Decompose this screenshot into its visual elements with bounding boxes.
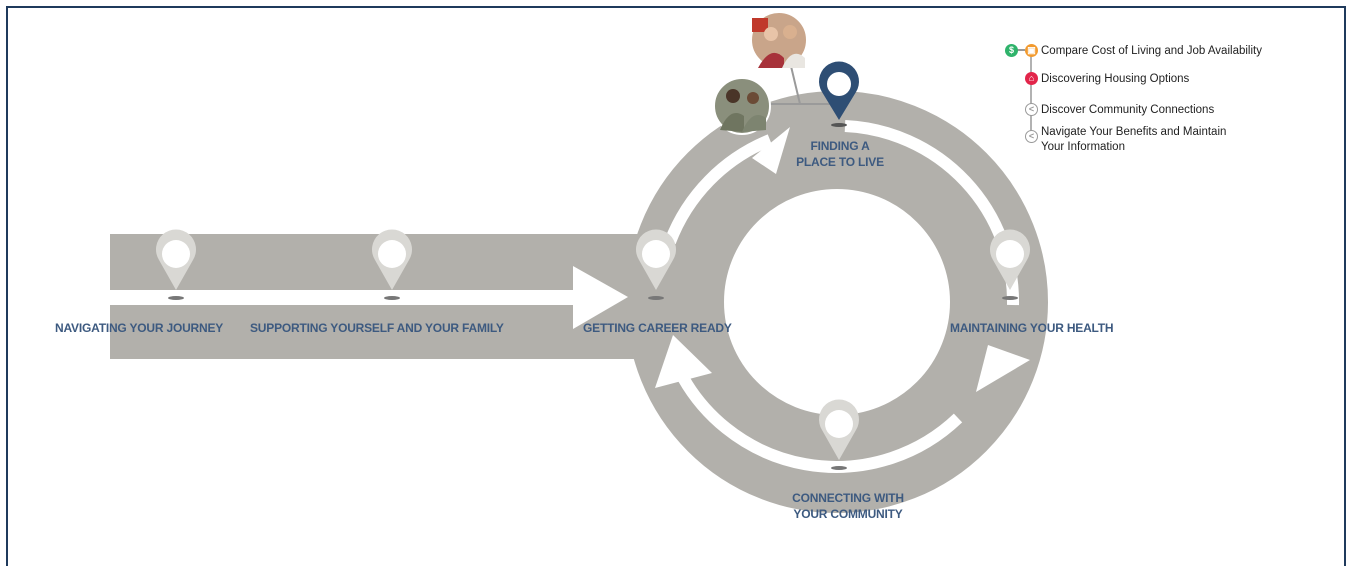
pin-career[interactable] (636, 229, 676, 300)
legend-item-community[interactable]: Discover Community Connections (1041, 104, 1215, 116)
stage-community-line2: YOUR COMMUNITY (793, 507, 903, 521)
stage-supporting-label: SUPPORTING YOURSELF AND YOUR FAMILY (250, 321, 504, 335)
stage-career-label: GETTING CAREER READY (583, 321, 732, 335)
stage-housing-line1: FINDING A (810, 139, 870, 153)
dollar-icon: $ (1005, 44, 1018, 57)
house-icon: ⌂ (1025, 72, 1038, 85)
legend-item-benefits-line2: Your Information (1041, 141, 1125, 153)
stage-community-label: CONNECTING WITH YOUR COMMUNITY (778, 490, 918, 522)
pin-community[interactable] (819, 399, 859, 470)
share-icon: < (1025, 103, 1038, 116)
pin-supporting[interactable] (372, 229, 412, 300)
ring-arrowhead-right (976, 345, 1030, 392)
stage-navigating-label: NAVIGATING YOUR JOURNEY (55, 321, 224, 335)
pin-health[interactable] (990, 229, 1030, 300)
stage-housing-label: FINDING A PLACE TO LIVE (785, 138, 895, 170)
briefcase-icon: ▣ (1025, 44, 1038, 57)
stage-housing-line2: PLACE TO LIVE (796, 155, 884, 169)
legend-item-housing[interactable]: Discovering Housing Options (1041, 73, 1190, 85)
ring-arrowhead-left (655, 335, 712, 388)
stage-health-label: MAINTAINING YOUR HEALTH (950, 321, 1114, 335)
road-arrow (110, 266, 628, 329)
pin-housing-active[interactable] (819, 61, 860, 127)
ring-arrowhead-top (752, 127, 790, 174)
stage-community-line1: CONNECTING WITH (792, 491, 904, 505)
legend-item-benefits[interactable]: Navigate Your Benefits and Maintain (1041, 126, 1227, 138)
share-icon: < (1025, 130, 1038, 143)
page-frame (6, 6, 1346, 566)
pin-navigating[interactable] (156, 229, 196, 300)
soldiers-photo (713, 77, 771, 135)
family-photo (750, 11, 808, 69)
legend-item-cost-of-living[interactable]: Compare Cost of Living and Job Availabil… (1041, 45, 1262, 57)
